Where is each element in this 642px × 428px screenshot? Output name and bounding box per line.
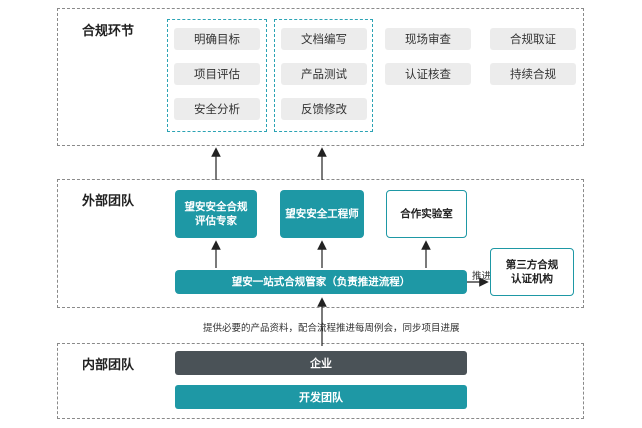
internal-section-title: 内部团队 <box>82 358 135 373</box>
push-label: 推进 <box>472 271 492 282</box>
internal-section <box>57 343 584 419</box>
compliance-expert-line2: 评估专家 <box>195 215 237 227</box>
compliance-section-title: 合规环节 <box>82 24 135 39</box>
third-party-line1: 第三方合规 <box>505 259 559 271</box>
compliance-manager-bar: 望安一站式合规管家（负责推进流程） <box>175 270 467 294</box>
compliance-expert-line1: 望安安全合规 <box>184 201 248 213</box>
step-obtain-certification: 合规取证 <box>490 28 576 50</box>
dev-team-bar: 开发团队 <box>175 385 467 409</box>
compliance-group-2 <box>274 19 373 132</box>
security-engineer-box: 望安安全工程师 <box>280 190 364 238</box>
third-party-line2: 认证机构 <box>511 273 553 285</box>
step-project-evaluation: 项目评估 <box>174 63 260 85</box>
flow-note: 提供必要的产品资料，配合流程推进每周例会，同步项目进展 <box>203 323 460 334</box>
step-security-analysis: 安全分析 <box>174 98 260 120</box>
step-certification-check: 认证核查 <box>385 63 471 85</box>
third-party-certifier-box: 第三方合规 认证机构 <box>490 248 574 296</box>
step-continuous-compliance: 持续合规 <box>490 63 576 85</box>
compliance-group-1 <box>167 19 267 132</box>
step-define-goals: 明确目标 <box>174 28 260 50</box>
step-product-testing: 产品测试 <box>281 63 367 85</box>
step-feedback-revision: 反馈修改 <box>281 98 367 120</box>
external-section-title: 外部团队 <box>82 194 135 209</box>
external-section <box>57 179 584 308</box>
partner-lab-box: 合作实验室 <box>386 190 467 238</box>
compliance-expert-box: 望安安全合规 评估专家 <box>175 190 257 238</box>
enterprise-bar: 企业 <box>175 351 467 375</box>
step-documentation: 文档编写 <box>281 28 367 50</box>
step-onsite-review: 现场审查 <box>385 28 471 50</box>
compliance-section <box>57 8 584 146</box>
